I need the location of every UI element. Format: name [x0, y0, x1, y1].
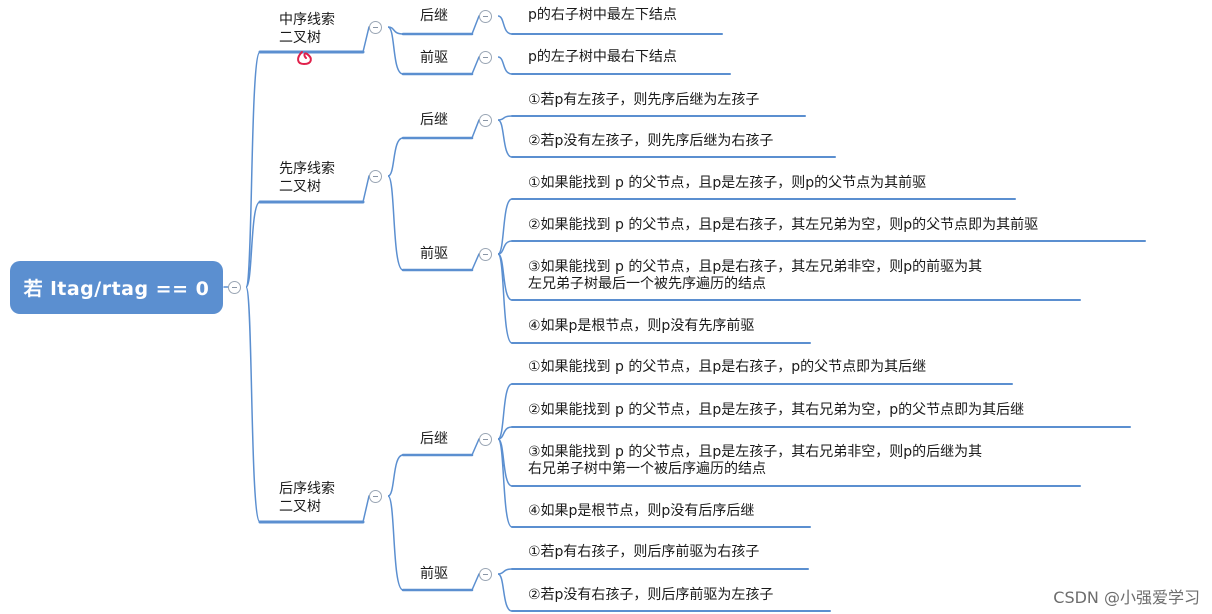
leaf-connector: [497, 198, 513, 255]
child-label[interactable]: 前驱: [420, 566, 448, 582]
child-toggle-link: [471, 253, 480, 271]
child-connector: [387, 495, 404, 591]
branch-toggle-link: [362, 495, 370, 523]
root-node[interactable]: 若 ltag/rtag == 0: [10, 261, 223, 314]
leaf-text[interactable]: ④如果p是根节点，则p没有先序前驱: [528, 318, 754, 335]
leaf-text[interactable]: ②若p没有左孩子，则先序后继为右孩子: [528, 133, 773, 150]
leaf-text-line: ②如果能找到 p 的父节点，且p是右孩子，其左兄弟为空，则p的父节点即为其前驱: [528, 217, 1039, 233]
leaf-text-line: ①若p有右孩子，则后序前驱为右孩子: [528, 544, 760, 560]
leaf-connector: [497, 119, 513, 158]
child-label[interactable]: 前驱: [420, 50, 448, 66]
branch-connector: [245, 51, 261, 288]
leaf-text-line: ④如果p是根节点，则p没有先序前驱: [528, 318, 755, 334]
leaf-text-line: ①如果能找到 p 的父节点，且p是左孩子，则p的父节点为其前驱: [528, 175, 927, 191]
leaf-text-line: ②如果能找到 p 的父节点，且p是左孩子，其右兄弟为空，p的父节点即为其后继: [528, 402, 1025, 418]
leaf-connector: [497, 15, 513, 35]
child-connector: [387, 454, 404, 497]
leaf-connector: [497, 568, 513, 575]
branch-connector: [245, 201, 261, 288]
leaf-text[interactable]: ④如果p是根节点，则p没有后序后继: [528, 503, 754, 520]
collapse-icon[interactable]: [368, 489, 382, 503]
leaf-text-line: 右兄弟子树中第一个被后序遍历的结点: [528, 461, 766, 477]
collapse-icon[interactable]: [478, 9, 492, 23]
leaf-text[interactable]: ③如果能找到 p 的父节点，且p是左孩子，其右兄弟非空，则p的后继为其右兄弟子树…: [528, 444, 982, 478]
branch-label-line: 二叉树: [279, 179, 321, 195]
leaf-text-line: ②若p没有左孩子，则先序后继为右孩子: [528, 133, 774, 149]
leaf-connector: [497, 426, 513, 440]
branch-label-line: 先序线索: [279, 161, 335, 177]
leaf-text-line: ③如果能找到 p 的父节点，且p是右孩子，其左兄弟非空，则p的前驱为其: [528, 259, 983, 275]
leaf-text[interactable]: ②若p没有右孩子，则后序前驱为左孩子: [528, 587, 773, 604]
leaf-text-line: p的左子树中最右下结点: [528, 49, 677, 65]
branch-connector: [245, 286, 261, 523]
leaf-connector: [497, 115, 513, 121]
leaf-text-line: p的右子树中最左下结点: [528, 7, 677, 23]
branch-label[interactable]: 先序线索二叉树: [279, 160, 335, 196]
child-toggle-link: [471, 119, 480, 139]
leaf-text[interactable]: ②如果能找到 p 的父节点，且p是左孩子，其右兄弟为空，p的父节点即为其后继: [528, 402, 1024, 419]
collapse-icon[interactable]: [227, 280, 241, 294]
child-label[interactable]: 后继: [420, 8, 448, 24]
collapse-icon[interactable]: [478, 247, 492, 261]
leaf-connector: [497, 573, 513, 612]
leaf-connector: [497, 253, 513, 344]
root-label: 若 ltag/rtag == 0: [23, 278, 210, 300]
collapse-icon[interactable]: [368, 169, 382, 183]
leaf-connector: [497, 240, 513, 255]
child-connector: [387, 175, 404, 271]
branch-label-line: 二叉树: [279, 30, 321, 46]
leaf-connector: [497, 438, 513, 528]
leaf-text[interactable]: p的右子树中最左下结点: [528, 7, 677, 24]
collapse-icon[interactable]: [368, 20, 382, 34]
child-connector: [387, 137, 404, 177]
leaf-text[interactable]: ①如果能找到 p 的父节点，且p是左孩子，则p的父节点为其前驱: [528, 175, 926, 192]
leaf-text[interactable]: ①如果能找到 p 的父节点，且p是右孩子，p的父节点即为其后继: [528, 359, 926, 376]
leaf-text-line: ④如果p是根节点，则p没有后序后继: [528, 503, 755, 519]
leaf-text[interactable]: ②如果能找到 p 的父节点，且p是右孩子，其左兄弟为空，则p的父节点即为其前驱: [528, 217, 1038, 234]
leaf-text-line: ①若p有左孩子，则先序后继为左孩子: [528, 92, 760, 108]
child-toggle-link: [471, 15, 480, 35]
leaf-text-line: ③如果能找到 p 的父节点，且p是左孩子，其右兄弟非空，则p的后继为其: [528, 444, 983, 460]
branch-label[interactable]: 中序线索二叉树: [279, 11, 335, 47]
collapse-icon[interactable]: [478, 50, 492, 64]
child-toggle-link: [471, 56, 480, 75]
leaf-text[interactable]: ①若p有右孩子，则后序前驱为右孩子: [528, 544, 759, 561]
leaf-text-line: ①如果能找到 p 的父节点，且p是右孩子，p的父节点即为其后继: [528, 359, 927, 375]
child-toggle-link: [471, 573, 480, 591]
child-toggle-link: [471, 438, 480, 456]
branch-label[interactable]: 后序线索二叉树: [279, 480, 335, 516]
annotation-mark: [297, 51, 312, 66]
branch-toggle-link: [362, 175, 370, 203]
collapse-icon[interactable]: [478, 567, 492, 581]
leaf-text[interactable]: p的左子树中最右下结点: [528, 49, 677, 66]
child-label[interactable]: 后继: [420, 112, 448, 128]
collapse-icon[interactable]: [478, 432, 492, 446]
leaf-text[interactable]: ①若p有左孩子，则先序后继为左孩子: [528, 92, 759, 109]
leaf-text[interactable]: ③如果能找到 p 的父节点，且p是右孩子，其左兄弟非空，则p的前驱为其左兄弟子树…: [528, 259, 982, 293]
leaf-connector: [497, 56, 513, 75]
child-label[interactable]: 后继: [420, 431, 448, 447]
branch-label-line: 中序线索: [279, 12, 335, 28]
child-connector: [387, 26, 404, 75]
collapse-icon[interactable]: [478, 113, 492, 127]
leaf-text-line: 左兄弟子树最后一个被先序遍历的结点: [528, 276, 766, 292]
child-label[interactable]: 前驱: [420, 246, 448, 262]
leaf-connector: [497, 383, 513, 440]
branch-label-line: 后序线索: [279, 481, 335, 497]
leaf-text-line: ②若p没有右孩子，则后序前驱为左孩子: [528, 587, 774, 603]
branch-toggle-link: [362, 26, 370, 53]
branch-label-line: 二叉树: [279, 499, 321, 515]
watermark: CSDN @小强爱学习: [1053, 588, 1200, 607]
